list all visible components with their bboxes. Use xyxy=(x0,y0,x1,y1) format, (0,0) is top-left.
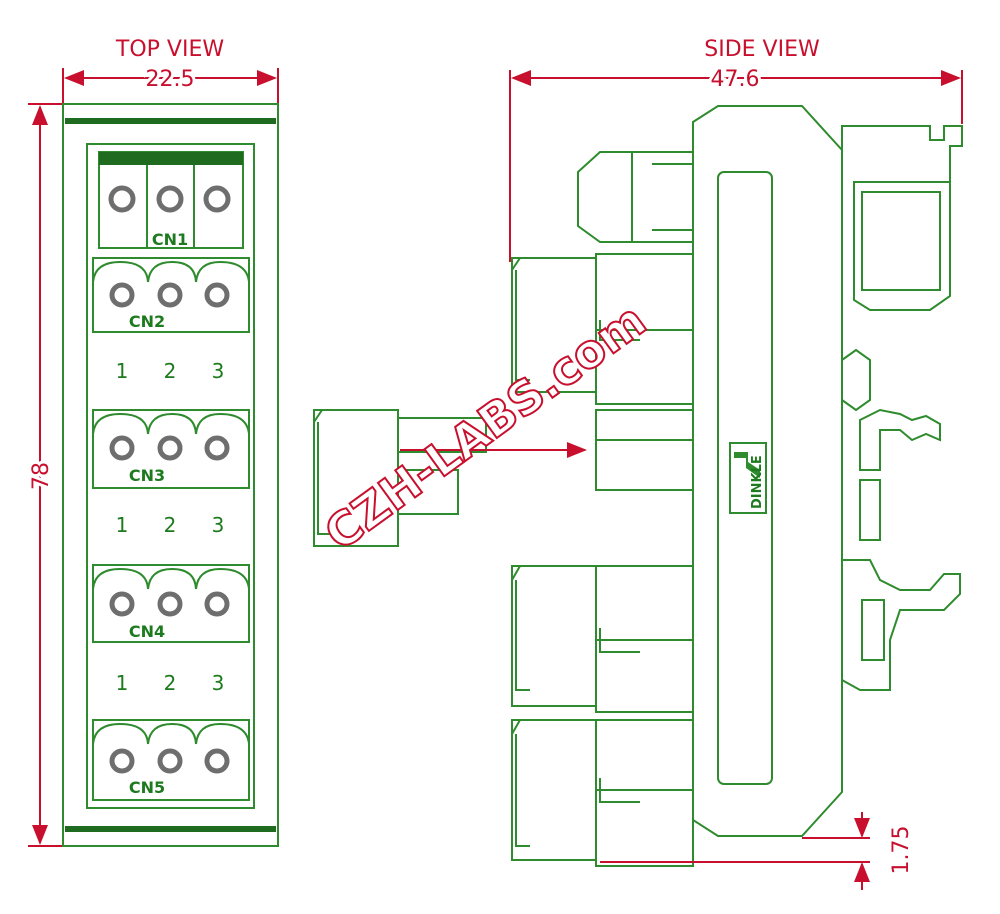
cn5-housing xyxy=(92,719,250,801)
terminal-block-2 xyxy=(595,409,694,491)
rail-spring xyxy=(859,408,941,471)
module-body-outline xyxy=(62,103,279,847)
side-view: SIDE VIEW 47.6 DINKLE xyxy=(313,37,963,890)
cn3-scallop xyxy=(92,412,250,435)
top-rail-band xyxy=(65,118,276,124)
cn4-label: CN4 xyxy=(129,622,165,641)
connector-cn1: CN1 xyxy=(98,151,244,249)
rail-latch xyxy=(841,348,871,412)
cn2-label: CN2 xyxy=(129,312,165,331)
cn2-scallop xyxy=(92,260,250,283)
housing-window xyxy=(717,171,773,785)
socket-clip xyxy=(596,778,693,803)
cn5-label: CN5 xyxy=(129,778,165,797)
screw-terminal xyxy=(109,435,135,461)
detached-plug xyxy=(313,409,587,547)
side-view-title: SIDE VIEW xyxy=(704,37,820,62)
pin-number: 1 xyxy=(116,671,129,695)
cn3-housing xyxy=(92,409,250,489)
screw-terminal xyxy=(157,282,183,308)
rail-clip-slot xyxy=(861,599,885,661)
screw-terminal xyxy=(157,435,183,461)
detached-plug-latch xyxy=(313,409,332,535)
pin-number: 2 xyxy=(164,671,177,695)
housing-outline xyxy=(692,105,843,837)
pin-number: 1 xyxy=(116,513,129,537)
pin-number: 3 xyxy=(212,513,225,537)
watermark-text: CZH-LABS.com xyxy=(315,293,656,561)
screw-terminal xyxy=(156,185,184,213)
connector-cn3: CN3 xyxy=(92,409,250,489)
upper-plug xyxy=(577,151,694,243)
pin-number: 3 xyxy=(212,359,225,383)
cn1-header-bar xyxy=(99,152,243,165)
connector-cn4: CN4 xyxy=(92,564,250,643)
rail-slot xyxy=(859,479,881,541)
din-rail-foot xyxy=(841,125,963,691)
terminal-block-3 xyxy=(511,565,694,713)
screw-terminal xyxy=(109,748,135,774)
pin-row: 1 2 3 xyxy=(116,671,225,695)
screw-terminal xyxy=(109,282,135,308)
cn3-label: CN3 xyxy=(129,466,165,485)
brand-label: DINKLE xyxy=(750,455,765,509)
detached-plug-tab xyxy=(397,417,487,453)
connector-cn5: CN5 xyxy=(92,719,250,801)
side-width-dimension-label: 47.6 xyxy=(711,67,760,92)
cn5-scallop xyxy=(92,722,250,745)
top-view: TOP VIEW 22.5 78 CN1 xyxy=(26,37,279,847)
pin-number: 2 xyxy=(164,359,177,383)
pin-number: 3 xyxy=(212,671,225,695)
plug-latch xyxy=(511,565,530,691)
socket-clip xyxy=(596,320,693,341)
plug-body xyxy=(511,565,597,707)
cn1-label: CN1 xyxy=(152,230,188,249)
terminal-block-1 xyxy=(511,253,694,405)
top-view-title: TOP VIEW xyxy=(115,37,224,62)
screw-terminal xyxy=(204,435,230,461)
cn4-scallop xyxy=(92,567,250,590)
screw-terminal xyxy=(109,591,135,617)
height-dimension-label: 78 xyxy=(29,462,54,490)
socket-body xyxy=(595,409,694,491)
socket-body xyxy=(595,719,694,867)
terminal-block-4 xyxy=(511,719,694,867)
pin-row: 1 2 3 xyxy=(116,513,225,537)
connector-cn2: CN2 xyxy=(92,257,250,333)
pin-number: 1 xyxy=(116,359,129,383)
plug-body xyxy=(511,719,597,861)
plug-latch xyxy=(511,257,530,381)
screw-terminal xyxy=(108,185,136,213)
upper-plug-body xyxy=(577,151,694,243)
screw-terminal xyxy=(204,591,230,617)
logo-mark xyxy=(734,452,760,478)
screw-terminal xyxy=(203,185,231,213)
screw-terminal xyxy=(204,748,230,774)
board-outline xyxy=(86,143,255,809)
screw-terminal xyxy=(157,748,183,774)
dinkle-logo: DINKLE xyxy=(729,442,767,514)
rail-clip-lower xyxy=(841,559,961,691)
offset-dimension-label: 1.75 xyxy=(889,826,914,875)
width-dimension-label: 22.5 xyxy=(146,67,195,92)
cn2-housing xyxy=(92,257,250,333)
rail-clip-window xyxy=(861,191,941,291)
bottom-rail-band xyxy=(65,826,276,832)
screw-terminal xyxy=(204,282,230,308)
pin-number: 2 xyxy=(164,513,177,537)
socket-clip xyxy=(596,628,693,653)
pin-row: 1 2 3 xyxy=(116,359,225,383)
rail-clip-upper xyxy=(841,125,963,311)
cn4-housing xyxy=(92,564,250,643)
detached-plug-tab xyxy=(397,469,459,515)
screw-terminal xyxy=(157,591,183,617)
logo-frame xyxy=(729,442,767,514)
plug-latch xyxy=(511,719,530,847)
